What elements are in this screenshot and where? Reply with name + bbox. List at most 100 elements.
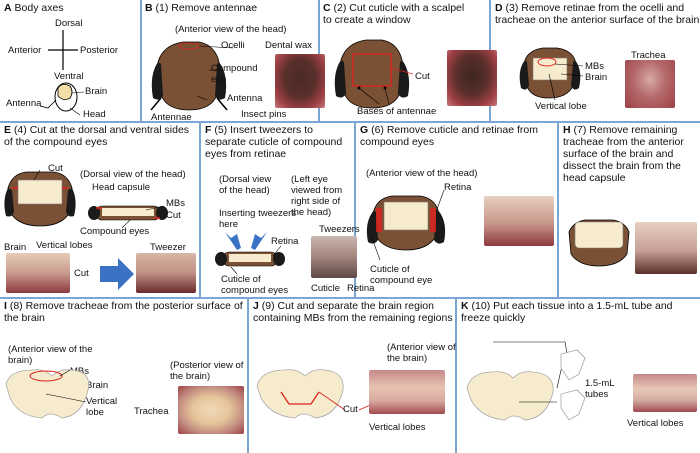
photo-brain-posterior (178, 386, 244, 434)
head-diagram-cuticle (366, 189, 446, 261)
panel-e: E (4) Cut at the dorsal and ventral side… (0, 122, 199, 297)
label-brain: Brain (585, 72, 608, 83)
brain-anterior-diagram (5, 369, 90, 419)
photo-brain-dissected (635, 222, 697, 274)
divider-fg (354, 121, 356, 297)
panel-g: G (6) Remove cuticle and retinae from co… (356, 122, 557, 297)
divider-ij (247, 297, 249, 453)
label-bases: Bases of antennae (357, 106, 437, 117)
label-tweezers: Tweezers (319, 224, 360, 235)
panel-e-title: E (4) Cut at the dorsal and ventral side… (4, 124, 190, 148)
label-anterior: Anterior (8, 45, 42, 56)
panel-j: J (9) Cut and separate the brain region … (249, 298, 456, 453)
panel-d-title: D (3) Remove retinae from the ocelli and… (495, 2, 700, 26)
label-view: (Anterior view of the brain) (387, 342, 456, 364)
label-posterior: Posterior (80, 45, 119, 56)
label-head: Head (83, 109, 106, 120)
label-mbs: MBs (166, 198, 185, 209)
panel-i: I (8) Remove tracheae from the posterior… (0, 298, 247, 453)
panel-k-title: K (10) Put each tissue into a 1.5-mL tub… (461, 300, 673, 324)
label-retina: Retina (271, 236, 299, 247)
panel-c-title: C (2) Cut cuticle with a scalpel to crea… (323, 2, 465, 26)
label-cuticle: Cuticle (311, 283, 341, 294)
label-cut2: Cut (166, 210, 181, 221)
label-view2: (Left eye viewed from right side of the … (291, 174, 343, 218)
label-vertical-lobe: Vertical lobe (86, 396, 118, 418)
label-dental-wax: Dental wax (265, 40, 312, 51)
label-vertical-lobe: Vertical lobe (535, 101, 587, 112)
label-trachea: Trachea (134, 406, 169, 417)
panel-c: C (2) Cut cuticle with a scalpel to crea… (319, 0, 497, 121)
label-head-capsule: Head capsule (92, 182, 151, 193)
label-trachea: Trachea (631, 50, 666, 61)
head-diagram-cut (334, 39, 414, 109)
label-brain: Brain (86, 380, 109, 391)
photo-tweezers-side (311, 236, 357, 278)
head-diagram-dorsal (4, 169, 168, 290)
panel-b: B (1) Remove antennae (Anterior view of … (141, 0, 325, 123)
panel-h: H (7) Remove remaining tracheae from the… (559, 122, 700, 297)
photo-cuticle-removed (484, 196, 554, 246)
panel-a-title: A Body axes (4, 2, 64, 14)
label-tweezer: Tweezer (150, 242, 186, 253)
photo-trachea (625, 60, 675, 108)
label-tubes: 1.5-mL tubes (585, 378, 615, 400)
label-cuticle-ce: Cuticle of compound eye (370, 264, 433, 286)
label-cuticle-ce: Cuticle of compound eyes (221, 274, 289, 296)
head-diagram-retinae (519, 47, 584, 101)
label-retina2: Retina (347, 283, 375, 294)
panel-j-title: J (9) Cut and separate the brain region … (253, 300, 453, 324)
panel-f-title: F (5) Insert tweezers to separate cuticl… (205, 124, 343, 160)
tweezer-insertion-diagram (215, 232, 285, 275)
label-inserting: Inserting tweezers here (219, 208, 297, 230)
label-compound-eye: Compound eye (211, 63, 258, 85)
label-dorsal: Dorsal (55, 18, 83, 29)
axes-cross-icon (39, 30, 85, 116)
label-compound-eyes: Compound eyes (80, 226, 150, 237)
label-view: (Anterior view of the head) (175, 24, 287, 35)
label-brain: Brain (4, 242, 27, 253)
label-view2: (Posterior view of the brain) (170, 360, 244, 382)
label-view: (Dorsal view of the head) (80, 169, 186, 180)
divider-gh (557, 121, 559, 297)
divider-row1 (0, 121, 700, 123)
tubes-diagram (466, 341, 586, 421)
brain-cut-diagram (256, 369, 378, 419)
label-vertical-lobes: Vertical lobes (627, 418, 684, 429)
label-cut: Cut (48, 163, 63, 174)
label-cut3: Cut (74, 268, 89, 279)
panel-d: D (3) Remove retinae from the ocelli and… (491, 0, 700, 121)
label-view1: (Anterior view of the brain) (8, 344, 93, 366)
divider-ab (140, 0, 142, 121)
head-diagram (150, 41, 234, 111)
label-antenna: Antenna (227, 93, 263, 104)
label-mbs: MBs (585, 61, 604, 72)
label-antenna: Antenna (6, 98, 42, 109)
label-cut: Cut (343, 404, 358, 415)
label-vertical-lobes: Vertical lobes (36, 240, 93, 251)
photo-tweezer (136, 253, 196, 293)
photo-head-antennae (275, 54, 325, 108)
head-diagram-brain (568, 219, 630, 267)
panel-h-title: H (7) Remove remaining tracheae from the… (563, 124, 684, 184)
label-cut: Cut (415, 71, 430, 82)
photo-head-window (447, 50, 497, 106)
label-view1: (Dorsal view of the head) (219, 174, 272, 196)
label-brain: Brain (85, 86, 108, 97)
label-insect-pins: Insect pins (241, 109, 287, 120)
label-vertical-lobes: Vertical lobes (369, 422, 426, 433)
label-ocelli: Ocelli (221, 40, 245, 51)
photo-brain-cut-regions (369, 370, 445, 414)
label-antennae: Antennae (151, 112, 192, 123)
panel-g-title: G (6) Remove cuticle and retinae from co… (360, 124, 538, 148)
panel-f: F (5) Insert tweezers to separate cuticl… (201, 122, 374, 297)
label-view: (Anterior view of the head) (366, 168, 478, 179)
photo-brain-cut (6, 253, 70, 293)
panel-b-title: B (1) Remove antennae (145, 2, 258, 14)
panel-a: A Body axes Dorsal Anterior Posterior Ve… (0, 0, 140, 121)
panel-i-title: I (8) Remove tracheae from the posterior… (4, 300, 243, 324)
divider-row2 (0, 297, 700, 299)
label-retina: Retina (444, 182, 472, 193)
divider-ef (199, 121, 201, 297)
label-ventral: Ventral (54, 71, 84, 82)
